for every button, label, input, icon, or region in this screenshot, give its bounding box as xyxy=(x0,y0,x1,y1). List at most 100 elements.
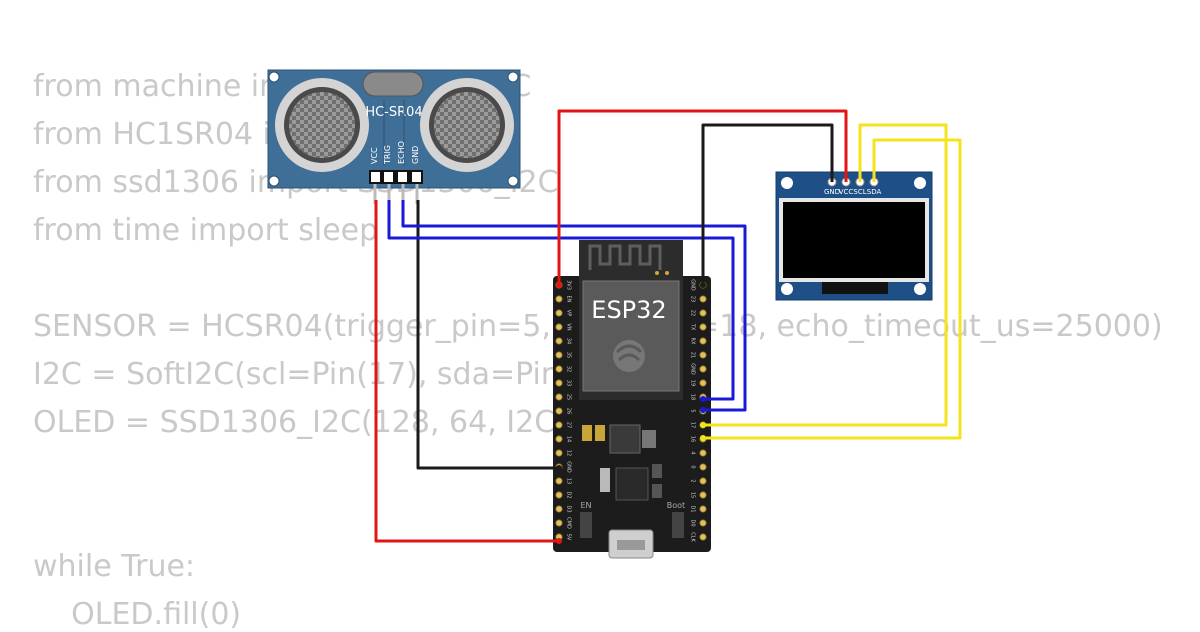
sensor-label: HC-SR04 xyxy=(365,105,422,120)
sensor-pin-label: TRIG xyxy=(383,145,392,165)
wire-scl[interactable] xyxy=(703,123,948,427)
esp32-pin[interactable] xyxy=(699,477,707,485)
sensor-pin[interactable] xyxy=(384,172,393,182)
sensor-header xyxy=(369,170,423,184)
wire-gnd-oled[interactable] xyxy=(701,123,834,285)
esp32-pin[interactable] xyxy=(555,477,563,485)
wire-vcc-oled[interactable] xyxy=(557,109,848,285)
esp32-pin[interactable] xyxy=(699,379,707,387)
mount-hole xyxy=(507,71,519,83)
esp32-pin[interactable] xyxy=(699,449,707,457)
esp32-pin-label: 35 xyxy=(566,352,572,358)
wire-echo[interactable] xyxy=(401,200,747,412)
oled-pin-label: GND xyxy=(824,188,840,196)
esp32-pin[interactable] xyxy=(555,519,563,527)
esp32-pin[interactable] xyxy=(555,491,563,499)
wire-sda[interactable] xyxy=(703,138,962,440)
esp32-pin[interactable] xyxy=(555,295,563,303)
transducer-right-mesh xyxy=(434,92,500,158)
esp32-pin[interactable] xyxy=(699,351,707,359)
esp32-pin-label: CMD xyxy=(566,517,572,529)
en-button[interactable] xyxy=(580,512,592,538)
esp32-pin-label: EN xyxy=(566,296,572,303)
esp32-pin-label: 14 xyxy=(566,436,572,442)
sensor-pin[interactable] xyxy=(398,172,407,182)
oled-pin-label: VCC xyxy=(839,188,854,196)
oled-screen xyxy=(783,202,925,278)
esp32-pin-label: 15 xyxy=(690,492,696,498)
oled-display[interactable]: GND VCC SCL SDA xyxy=(775,171,933,301)
esp32-pin[interactable] xyxy=(699,533,707,541)
esp32-pin[interactable] xyxy=(699,491,707,499)
esp32-pin[interactable] xyxy=(555,449,563,457)
oled-pin-label: SCL xyxy=(853,188,866,196)
oled-pin-label: SDA xyxy=(867,188,882,196)
esp32-pin-label: 17 xyxy=(690,422,696,428)
esp32-pin-label: VP xyxy=(566,310,572,316)
esp32-pin[interactable] xyxy=(555,323,563,331)
esp32-pin[interactable] xyxy=(699,337,707,345)
mount-hole xyxy=(268,71,280,83)
mount-hole xyxy=(781,283,793,295)
esp32-pin-label: D3 xyxy=(566,505,572,512)
esp32-pin-label: GND xyxy=(566,461,572,473)
esp32-pin-label: 26 xyxy=(566,408,572,414)
wire-vcc-sensor[interactable] xyxy=(374,200,559,543)
esp32-pin[interactable] xyxy=(555,365,563,373)
esp32-pin-label: 19 xyxy=(690,380,696,386)
boot-button[interactable] xyxy=(672,512,684,538)
esp32-pin-label: 22 xyxy=(690,310,696,316)
hc-sr04-sensor[interactable]: HC-SR04 VCC TRIG ECHO GND xyxy=(267,69,521,204)
esp32-pin[interactable] xyxy=(699,365,707,373)
esp32-shield xyxy=(582,280,680,392)
antenna-trace xyxy=(588,244,662,270)
transducer-left-mesh xyxy=(289,92,355,158)
esp32-pin-label: 3V3 xyxy=(566,280,572,290)
esp32-pin-label: 4 xyxy=(690,451,696,454)
mount-hole xyxy=(781,177,793,189)
wire-trig[interactable] xyxy=(387,200,735,401)
esp32-pin[interactable] xyxy=(555,421,563,429)
esp32-pin[interactable] xyxy=(699,309,707,317)
esp32-pin-label: 21 xyxy=(690,352,696,358)
sensor-pin-label: GND xyxy=(411,146,420,164)
wire-gnd-sensor[interactable] xyxy=(416,200,559,470)
esp32-pin-label: GND xyxy=(690,363,696,375)
esp32-pin[interactable] xyxy=(699,295,707,303)
en-button-label: EN xyxy=(580,501,591,510)
esp32-pin-label: 12 xyxy=(566,450,572,456)
crystal-oscillator xyxy=(362,71,424,97)
sensor-pin[interactable] xyxy=(371,172,380,182)
esp32-pin[interactable] xyxy=(555,393,563,401)
esp32-pin-label: 27 xyxy=(566,422,572,428)
code-line: OLED = SSD1306_I2C(128, 64, I2C) xyxy=(33,405,567,440)
mount-hole xyxy=(914,177,926,189)
esp32-pin[interactable] xyxy=(555,435,563,443)
esp32-pin[interactable] xyxy=(555,351,563,359)
sensor-pin[interactable] xyxy=(412,172,421,182)
esp32-pin-label: 0 xyxy=(690,465,696,468)
code-line: from time import sleep xyxy=(33,213,379,248)
usb-chip xyxy=(615,467,649,501)
esp32-pin[interactable] xyxy=(699,505,707,513)
esp32-pin[interactable] xyxy=(555,309,563,317)
esp32-pin[interactable] xyxy=(555,337,563,345)
esp32-pin[interactable] xyxy=(555,407,563,415)
esp32-pin[interactable] xyxy=(699,323,707,331)
esp32-pin-label: 23 xyxy=(690,296,696,302)
esp32-pin-label: GND xyxy=(690,279,696,291)
esp32-pin[interactable] xyxy=(699,519,707,527)
mount-hole xyxy=(507,175,519,187)
esp32-pin[interactable] xyxy=(699,463,707,471)
esp32-pin[interactable] xyxy=(555,505,563,513)
mount-hole xyxy=(914,283,926,295)
sensor-pin-label: ECHO xyxy=(397,141,406,164)
oled-ribbon xyxy=(822,282,888,294)
mount-hole xyxy=(268,175,280,187)
code-line: OLED.fill(0) xyxy=(33,597,242,632)
esp32-pin-label: D2 xyxy=(566,491,572,498)
esp32-pin-label: D1 xyxy=(690,505,696,512)
esp32-board[interactable]: ESP32 EN Boot 3V3ENVPVN34353233252627141… xyxy=(553,240,711,559)
esp32-pin[interactable] xyxy=(555,379,563,387)
